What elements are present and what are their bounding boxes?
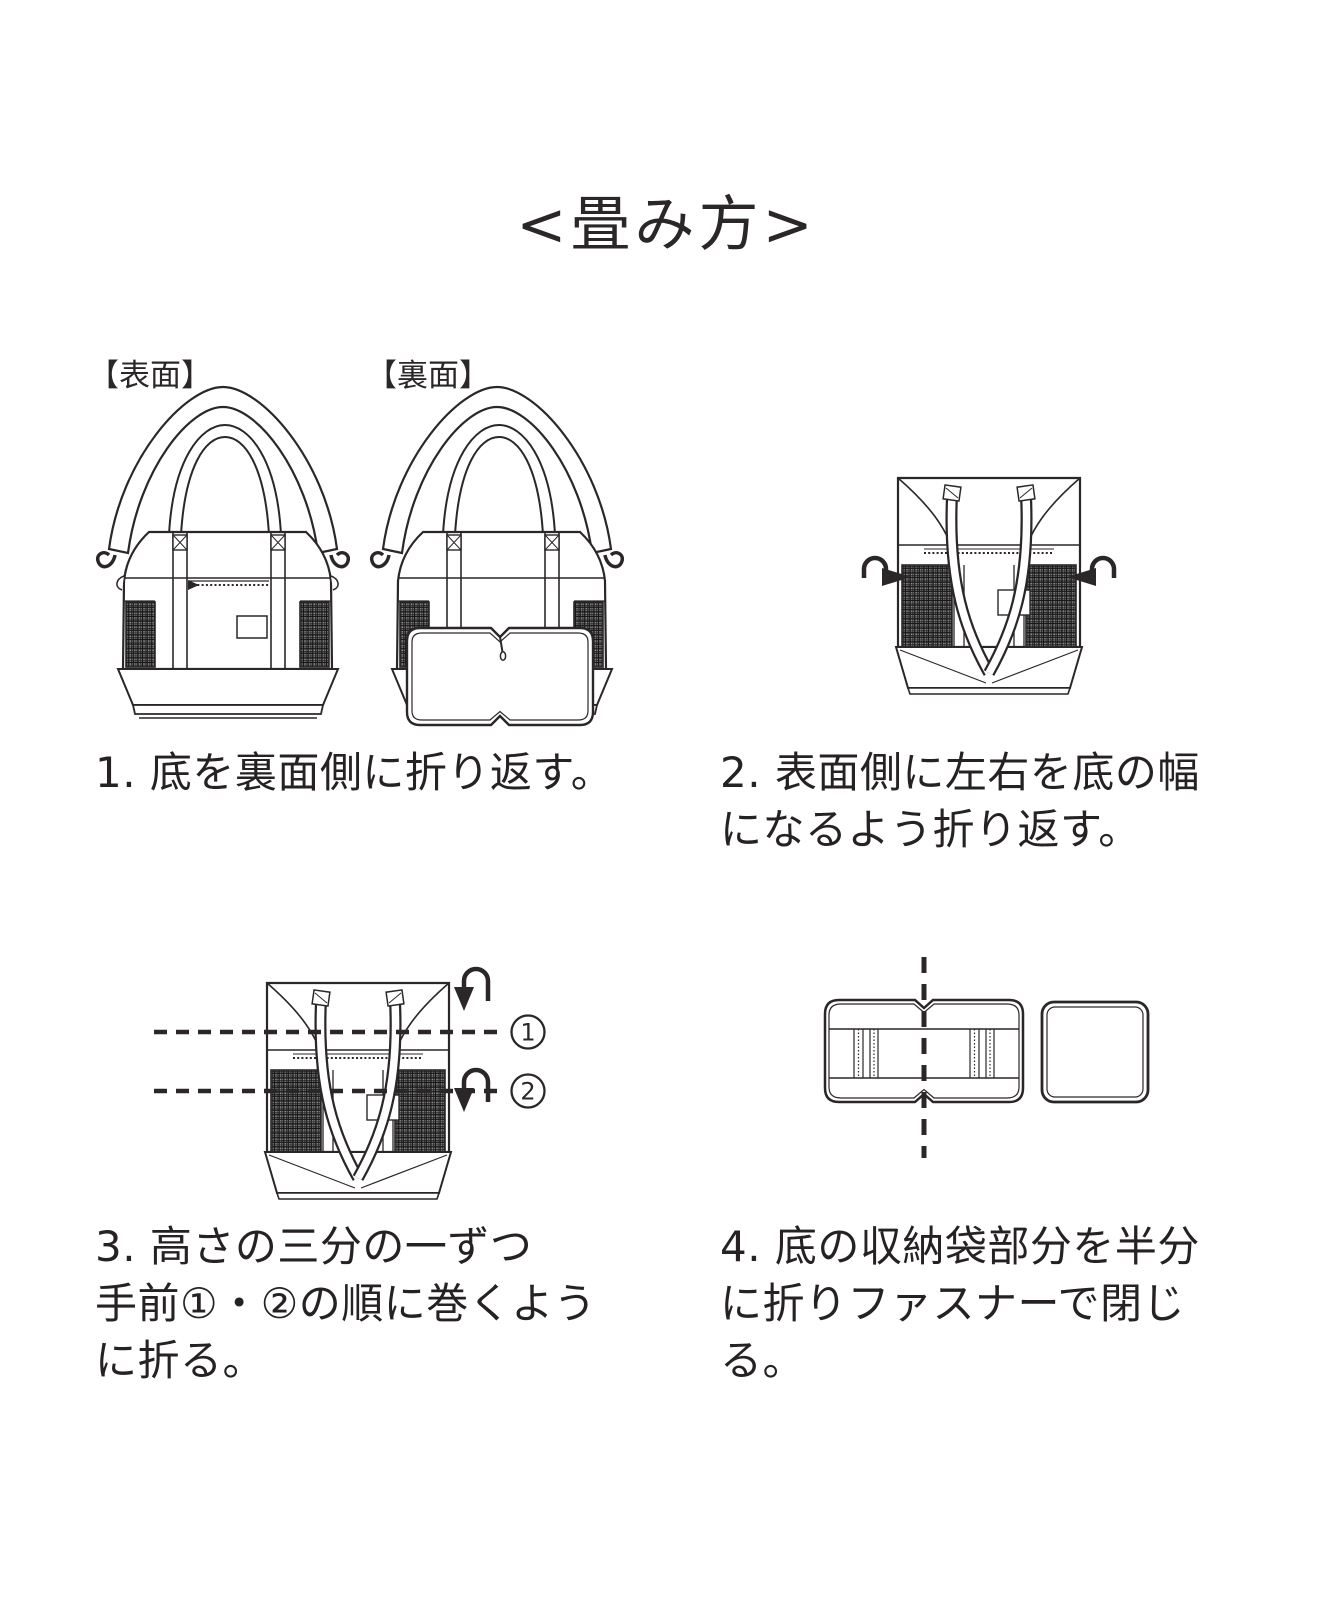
- step3-caption: 3. 高さの三分の一ずつ 手前①・②の順に巻くよう に折る。: [95, 1218, 695, 1389]
- front-side-label: 【表面】: [88, 358, 212, 394]
- strap-hook-right: [329, 551, 351, 569]
- pouch-folded-closed: [1040, 1000, 1150, 1104]
- side-tab-right: [330, 575, 339, 591]
- step4-half-fold-diagram: [823, 957, 1150, 1158]
- label-patch: [236, 615, 268, 639]
- carry-handles: [167, 423, 283, 536]
- step1-line1: 1. 底を裏面側に折り返す。: [95, 748, 614, 797]
- step2-line2: になるよう折り返す。: [720, 805, 1141, 854]
- zipper-pull: [188, 580, 199, 590]
- shoulder-strap: [107, 385, 339, 555]
- step4-line2: に折りファスナーで閉じ: [720, 1279, 1185, 1328]
- step3-line3: に折る。: [95, 1336, 266, 1385]
- mesh-panel-left: [125, 601, 156, 668]
- carry-handles: [441, 423, 557, 536]
- fold-marker-2: 2: [510, 1073, 546, 1109]
- bag-front-view-diagram: [95, 385, 351, 719]
- strap-stitching: [853, 1029, 995, 1078]
- fold-inward-arrow-right: [1067, 555, 1117, 586]
- bottom-gusset: [116, 668, 340, 706]
- step3-roll-fold-diagram: 1 2: [154, 966, 546, 1205]
- fold-inward-arrow-left: [861, 555, 911, 586]
- step4-line1: 4. 底の収納袋部分を半分: [720, 1222, 1200, 1271]
- step2-line1: 2. 表面側に左右を底の幅: [720, 748, 1200, 797]
- roll-arrow-1: [454, 966, 491, 1011]
- step3-line2: 手前①・②の順に巻くよう: [95, 1279, 597, 1328]
- fold-marker-1: 1: [510, 1014, 546, 1050]
- shoulder-strap: [381, 385, 613, 555]
- svg-text:1: 1: [520, 1019, 535, 1047]
- step3-line1: 3. 高さの三分の一ずつ: [95, 1222, 533, 1271]
- storage-pouch-flap: [405, 626, 595, 727]
- back-side-label: 【裏面】: [366, 358, 490, 394]
- flap-zipper-pull: [499, 636, 504, 653]
- mesh-panel-right: [299, 601, 330, 668]
- step2-caption: 2. 表面側に左右を底の幅 になるよう折り返す。: [720, 744, 1320, 858]
- step1-caption: 1. 底を裏面側に折り返す。: [95, 744, 695, 801]
- step4-line3: る。: [720, 1336, 806, 1385]
- step4-caption: 4. 底の収納袋部分を半分 に折りファスナーで閉じ る。: [720, 1218, 1320, 1389]
- svg-text:2: 2: [520, 1078, 535, 1106]
- side-tab-left: [116, 575, 125, 591]
- strap-hook-left: [369, 551, 391, 569]
- bag-back-view-diagram: [369, 385, 625, 727]
- strap-hook-left: [95, 551, 117, 569]
- strap-hook-right: [603, 551, 625, 569]
- step2-fold-sides-diagram: [861, 474, 1117, 709]
- page-title: <畳み方>: [516, 190, 817, 260]
- roll-arrow-2: [454, 1067, 491, 1112]
